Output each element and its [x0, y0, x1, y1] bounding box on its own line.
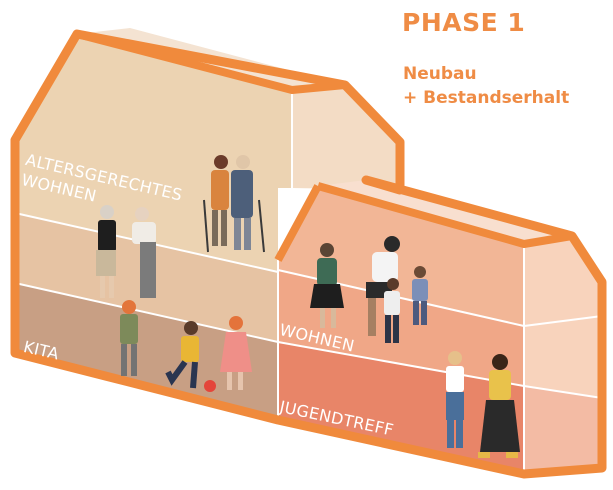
floor-divider — [523, 385, 603, 399]
youth-center-teen-figures — [446, 351, 520, 458]
left-building-side — [292, 85, 400, 190]
housing-floor — [278, 186, 524, 326]
wall-outline — [274, 184, 322, 262]
phase-title: PHASE 1 — [402, 8, 526, 37]
right-building-side-upper — [524, 236, 602, 398]
kita-children-figures — [120, 300, 252, 392]
right-building-roof — [318, 180, 572, 244]
seniors-handshake-figures — [96, 205, 156, 298]
housing-family-figures — [310, 236, 428, 343]
phase-subtitle-line1: Neubau — [403, 64, 477, 84]
floor-divider — [277, 341, 525, 387]
roof-outline-right — [316, 182, 573, 248]
right-building-side-lower — [524, 386, 602, 474]
roof-outline-left — [75, 30, 346, 94]
floor-divider — [523, 315, 603, 327]
elderly-couple-figures — [203, 155, 265, 253]
phase-subtitle-line2: + Bestandserhalt — [403, 88, 570, 108]
